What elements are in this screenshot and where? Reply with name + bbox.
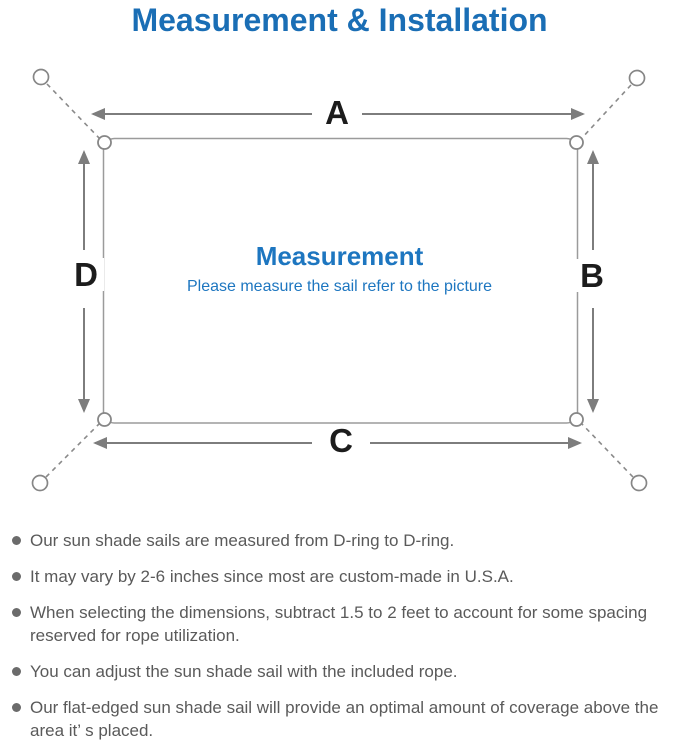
- d-ring-top-right-icon: [569, 135, 584, 150]
- diagram-center-heading: Measurement: [255, 241, 424, 271]
- sail-measurement-diagram: A B C D Measurement Please measure the s…: [31, 68, 648, 492]
- notes-list: Our sun shade sails are measured from D-…: [0, 529, 679, 755]
- diagram-canvas: [31, 68, 648, 492]
- d-ring-top-left-icon: [97, 135, 112, 150]
- note-text: It may vary by 2-6 inches since most are…: [30, 567, 514, 586]
- note-text: Our flat-edged sun shade sail will provi…: [30, 698, 659, 740]
- bullet-dot-icon: [12, 536, 21, 545]
- rope-line-top-left: [46, 83, 101, 140]
- list-item: Our sun shade sails are measured from D-…: [0, 529, 679, 552]
- list-item: When selecting the dimensions, subtract …: [0, 601, 679, 647]
- rope-line-bottom-right: [580, 422, 634, 478]
- bullet-dot-icon: [12, 667, 21, 676]
- anchor-ring-bottom-right-icon: [630, 474, 648, 492]
- list-item: It may vary by 2-6 inches since most are…: [0, 565, 679, 588]
- diagram-center-subtitle: Please measure the sail refer to the pic…: [186, 278, 493, 295]
- page-title: Measurement & Installation: [131, 2, 548, 38]
- anchor-ring-top-left-icon: [32, 68, 50, 86]
- dimension-label-b: B: [574, 259, 610, 292]
- note-text: When selecting the dimensions, subtract …: [30, 603, 648, 645]
- list-item: You can adjust the sun shade sail with t…: [0, 660, 679, 683]
- note-text: You can adjust the sun shade sail with t…: [30, 662, 458, 681]
- rope-line-bottom-left: [45, 422, 101, 478]
- bullet-dot-icon: [12, 703, 21, 712]
- anchor-ring-bottom-left-icon: [31, 474, 49, 492]
- bullet-dot-icon: [12, 572, 21, 581]
- dimension-label-c: C: [323, 424, 359, 457]
- d-ring-bottom-left-icon: [97, 412, 112, 427]
- anchor-ring-top-right-icon: [628, 69, 646, 87]
- d-ring-bottom-right-icon: [569, 412, 584, 427]
- note-text: Our sun shade sails are measured from D-…: [30, 531, 455, 550]
- measurement-installation-infographic: Measurement & Installation: [12, 2, 659, 740]
- list-item: Our flat-edged sun shade sail will provi…: [0, 696, 679, 742]
- dimension-label-a: A: [319, 96, 355, 129]
- bullet-dot-icon: [12, 608, 21, 617]
- rope-line-top-right: [580, 84, 632, 140]
- dimension-label-d: D: [68, 258, 104, 291]
